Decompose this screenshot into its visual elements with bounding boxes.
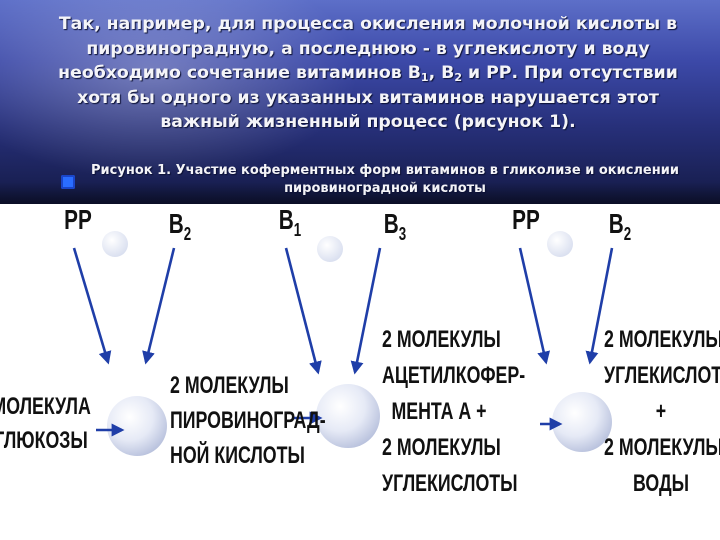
arrow-b1 [284,247,322,375]
diagram-graphics [72,231,614,456]
small-sphere-3 [547,231,573,257]
slide-header: Так, например, для процесса окисления мо… [0,0,720,204]
vitamin-label-b2-2: B2 [608,208,632,244]
vitamin-label-pp-2: PP [512,204,540,235]
small-sphere-1 [102,231,128,257]
small-sphere-2 [317,236,343,262]
arrow-pp-2 [518,247,551,365]
arrow-pp-1 [72,247,112,365]
label-acetyl-coa: 2 МОЛЕКУЛЫ АЦЕТИЛКОФЕР- МЕНТА А + 2 МОЛЕ… [382,326,526,497]
arrow-b2-2 [585,247,614,365]
arrow-b2-1 [142,247,176,365]
sphere-2 [316,384,380,448]
header-shadow-edge [0,182,720,204]
sphere-3 [552,392,612,452]
intro-paragraph: Так, например, для процесса окисления мо… [58,14,678,132]
figure-caption: Рисунок 1. Участие коферментных форм вит… [91,163,679,196]
label-glucose: МОЛЕКУЛА ГЛЮКОЗЫ [0,393,91,454]
vitamin-label-b2-1: B2 [168,208,192,244]
vitamin-label-b3: B3 [383,208,407,244]
arrow-b3 [350,247,382,375]
vitamin-label-pp-1: PP [64,204,92,235]
bullet-icon [61,175,75,189]
header-glow [0,0,360,180]
label-final-products: 2 МОЛЕКУЛЫ УГЛЕКИСЛОТЫ + 2 МОЛЕКУЛЫ ВОДЫ [604,326,720,497]
label-pyruvate: 2 МОЛЕКУЛЫ ПИРОВИНОГРАД- НОЙ КИСЛОТЫ [170,372,326,469]
vitamin-diagram: PP B2 B1 B3 PP B2 МОЛЕКУЛА ГЛЮКОЗЫ 2 МОЛ… [0,204,720,540]
vitamin-label-b1: B1 [278,204,302,240]
sphere-1 [107,396,167,456]
